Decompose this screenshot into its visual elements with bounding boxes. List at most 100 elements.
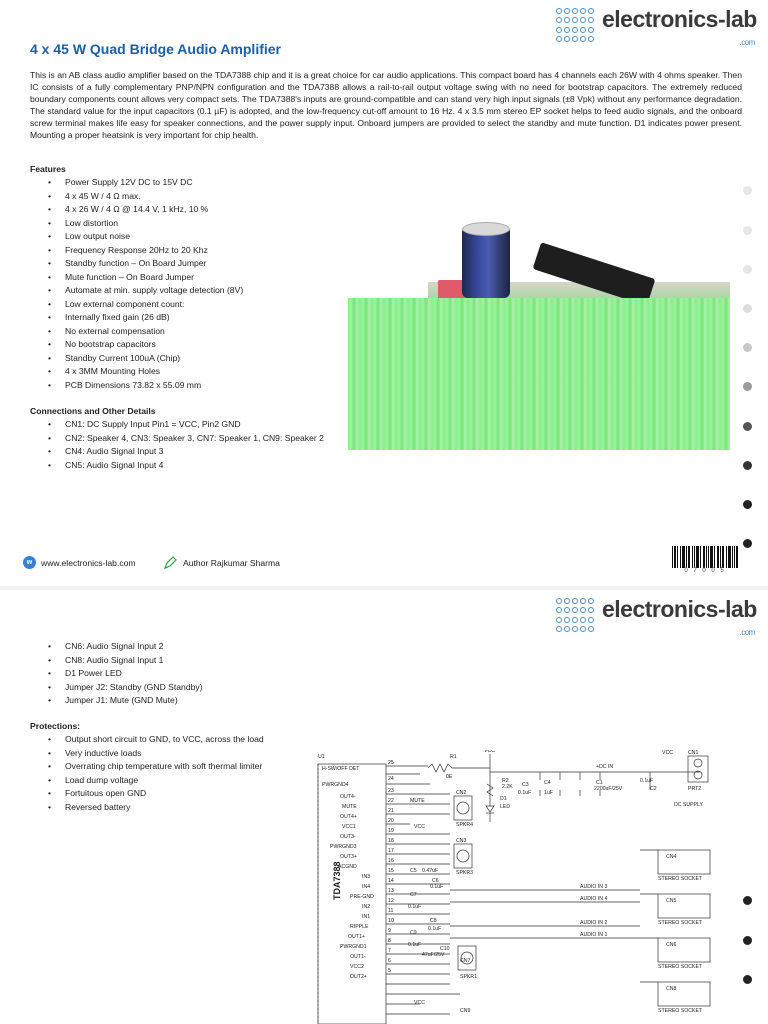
- c6-value: 0.1uF: [430, 884, 443, 890]
- pin-label: OUT1-: [350, 954, 366, 960]
- cn2-label: CN2: [456, 790, 466, 796]
- list-item: Mute function – On Board Jumper: [48, 271, 243, 285]
- side-dot: [743, 936, 752, 945]
- r2-label: R2: [502, 778, 509, 784]
- d1-label: D1: [500, 796, 507, 802]
- c4-label: C4: [544, 780, 551, 786]
- r2-value: 2.2K: [502, 784, 513, 790]
- pin-number: 9: [388, 928, 391, 934]
- r1-label: R1: [450, 754, 457, 760]
- list-item: D1 Power LED: [48, 667, 203, 681]
- pin-label: OUT4-: [340, 794, 356, 800]
- list-item: Low output noise: [48, 230, 243, 244]
- cn4-label: CN4: [666, 854, 676, 860]
- list-item: Automate at min. supply voltage detectio…: [48, 284, 243, 298]
- pin-number: 21: [388, 808, 394, 814]
- ovcc-label: VCC: [414, 824, 425, 830]
- list-item: CN2: Speaker 4, CN3: Speaker 3, CN7: Spe…: [48, 432, 324, 446]
- cn3-label: CN3: [456, 838, 466, 844]
- capacitor-top-shape: [462, 222, 510, 236]
- pin-number: 8: [388, 938, 391, 944]
- pin-number: 11: [388, 908, 393, 914]
- protections-list: Output short circuit to GND, to VCC, acr…: [48, 733, 264, 814]
- page-title: 4 x 45 W Quad Bridge Audio Amplifier: [30, 41, 281, 57]
- list-item: Fortuitous open GND: [48, 787, 264, 801]
- logo-tld: .com: [739, 628, 756, 637]
- pin-label: OUT3+: [340, 854, 357, 860]
- list-item: Standby Current 100uA (Chip): [48, 352, 243, 366]
- pin-number: 16: [388, 858, 394, 864]
- side-dot: [743, 500, 752, 509]
- prt2-label: PRT2: [688, 786, 701, 792]
- pin-label: PWRGND4: [322, 782, 349, 788]
- c8-value: 0.1uF: [428, 926, 441, 932]
- board-photo: [348, 222, 730, 450]
- audio-in1-label: AUDIO IN 1: [580, 932, 607, 938]
- pin-number: 5: [388, 968, 391, 974]
- side-dot: [743, 422, 752, 431]
- pin-label: RIPPLE: [350, 924, 369, 930]
- pin-label: IN2: [362, 904, 370, 910]
- connections-list: CN1: DC Supply Input Pin1 = VCC, Pin2 GN…: [48, 418, 324, 472]
- barcode-number: 0 7 0 0 5: [684, 568, 726, 574]
- pin-number: 24: [388, 776, 394, 782]
- intro-paragraph: This is an AB class audio amplifier base…: [30, 70, 742, 140]
- footer-website-link[interactable]: w www.electronics-lab.com: [23, 556, 136, 569]
- pin-number: 15: [388, 868, 394, 874]
- side-dot: [743, 265, 752, 274]
- pin-label: OUT3-: [340, 834, 356, 840]
- audio-in2-label: AUDIO IN 2: [580, 920, 607, 926]
- list-item: CN5: Audio Signal Input 4: [48, 459, 324, 473]
- features-list: Power Supply 12V DC to 15V DC 4 x 45 W /…: [48, 176, 243, 392]
- dc-supply-label: DC SUPPLY: [674, 802, 704, 808]
- electronics-lab-logo[interactable]: electronics-lab .com: [556, 6, 757, 47]
- list-item: Jumper J1: Mute (GND Mute): [48, 694, 203, 708]
- list-item: Frequency Response 20Hz to 20 Khz: [48, 244, 243, 258]
- pin-label: IN4: [362, 884, 370, 890]
- stereo-socket-label: STEREO SOCKET: [658, 964, 703, 970]
- c2-label: C2: [650, 786, 657, 792]
- pin-label: OUT1+: [348, 934, 365, 940]
- c8-label: C8: [430, 918, 437, 924]
- c5-value: 0.47uF: [422, 868, 438, 874]
- list-item: Low distortion: [48, 217, 243, 231]
- side-dot: [743, 896, 752, 905]
- electronics-lab-logo[interactable]: electronics-lab .com: [556, 596, 757, 637]
- logo-name: electronics-lab: [602, 596, 757, 622]
- list-item: 4 x 26 W / 4 Ω @ 14.4 V, 1 kHz, 10 %: [48, 203, 243, 217]
- pin-number: 22: [388, 798, 394, 804]
- list-item: Internally fixed gain (26 dB): [48, 311, 243, 325]
- stereo-socket-label: STEREO SOCKET: [658, 1008, 703, 1014]
- list-item: 4 x 3MM Mounting Holes: [48, 365, 243, 379]
- spkr3-label: SPKR3: [456, 870, 473, 876]
- dc-in-label: +DC IN: [596, 764, 613, 770]
- stereo-socket-label: STEREO SOCKET: [658, 876, 703, 882]
- features-heading: Features: [30, 164, 66, 174]
- side-dot: [743, 343, 752, 352]
- cn9-label: CN9: [460, 1008, 470, 1014]
- pin-label: VCC1: [342, 824, 356, 830]
- pin-number: 23: [388, 788, 394, 794]
- c1-label: C1: [596, 780, 603, 786]
- side-dot: [743, 461, 752, 470]
- list-item: Power Supply 12V DC to 15V DC: [48, 176, 243, 190]
- list-item: Load dump voltage: [48, 774, 264, 788]
- logo-wordmark: electronics-lab .com: [602, 6, 757, 47]
- list-item: PCB Dimensions 73.82 x 55.09 mm: [48, 379, 243, 393]
- footer-author: Author Rajkumar Sharma: [163, 556, 280, 570]
- side-dot: [743, 539, 752, 548]
- c10-value: 47uF/25V: [422, 952, 445, 958]
- pin-label: IN1: [362, 914, 370, 920]
- spkr4-label: SPKR4: [456, 822, 473, 828]
- list-item: Low external component count:: [48, 298, 243, 312]
- photo-artifact-area: [348, 298, 730, 450]
- logo-wordmark: electronics-lab .com: [602, 596, 757, 637]
- vcc-label: VCC: [484, 750, 495, 754]
- c5-label: C5: [410, 868, 417, 874]
- pin-label: H-SW/OFF DET: [322, 766, 360, 772]
- list-item: CN4: Audio Signal Input 3: [48, 445, 324, 459]
- logo-tld: .com: [739, 38, 756, 47]
- list-item: Overrating chip temperature with soft th…: [48, 760, 264, 774]
- r1-value: 0E: [446, 774, 453, 780]
- pin-number: 19: [388, 828, 394, 834]
